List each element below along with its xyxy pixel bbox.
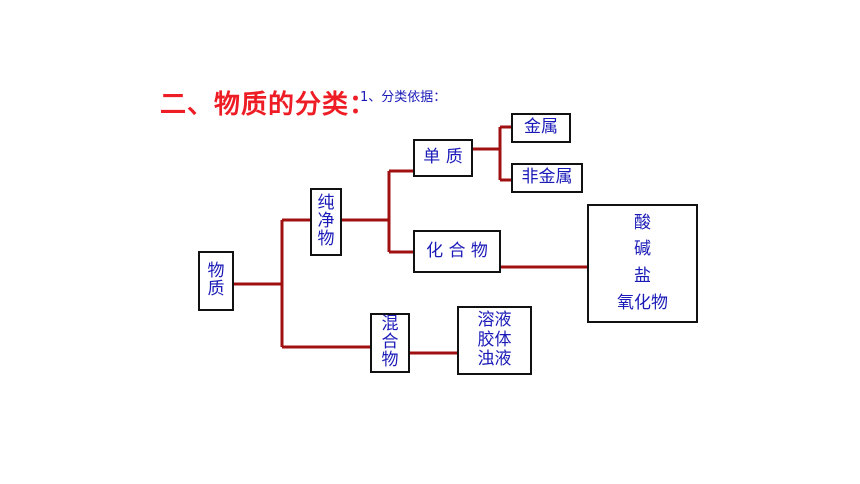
compound-type-oxide: 氧化物 (617, 292, 668, 313)
node-mixture-types: 溶液 胶体 浊液 (457, 306, 532, 375)
node-metal-label: 金属 (524, 117, 558, 138)
node-compound-label: 化 合 物 (426, 240, 488, 261)
mixture-type-colloid: 胶体 (477, 329, 512, 350)
node-metal: 金属 (511, 113, 571, 143)
node-compound-types: 酸 碱 盐 氧化物 (587, 204, 698, 323)
node-pure-char-3: 物 (317, 228, 335, 249)
node-mixture: 混 合 物 (370, 313, 410, 373)
mixture-type-solution: 溶液 (477, 310, 512, 331)
node-mixture-char-1: 混 (381, 314, 399, 335)
page-title: 二、物质的分类： (160, 90, 377, 120)
node-matter-char-1: 物 (207, 261, 225, 282)
node-pure-substance: 纯 净 物 (310, 188, 342, 256)
node-element-label: 单 质 (423, 147, 463, 168)
node-pure-char-1: 纯 (317, 193, 335, 214)
node-element: 单 质 (413, 139, 473, 177)
compound-type-base: 碱 (634, 239, 651, 260)
page-subtitle: 1、分类依据： (360, 90, 447, 105)
node-matter: 物 质 (198, 251, 234, 311)
node-mixture-char-3: 物 (381, 349, 399, 370)
node-nonmetal-label: 非金属 (521, 167, 573, 188)
node-compound: 化 合 物 (413, 230, 501, 273)
node-mixture-char-2: 合 (381, 332, 399, 353)
node-matter-char-2: 质 (207, 279, 225, 299)
node-pure-char-2: 净 (317, 211, 335, 232)
mixture-type-suspension: 浊液 (477, 349, 512, 370)
compound-type-acid: 酸 (634, 212, 651, 233)
node-nonmetal: 非金属 (511, 163, 583, 193)
compound-type-salt: 盐 (634, 266, 651, 287)
